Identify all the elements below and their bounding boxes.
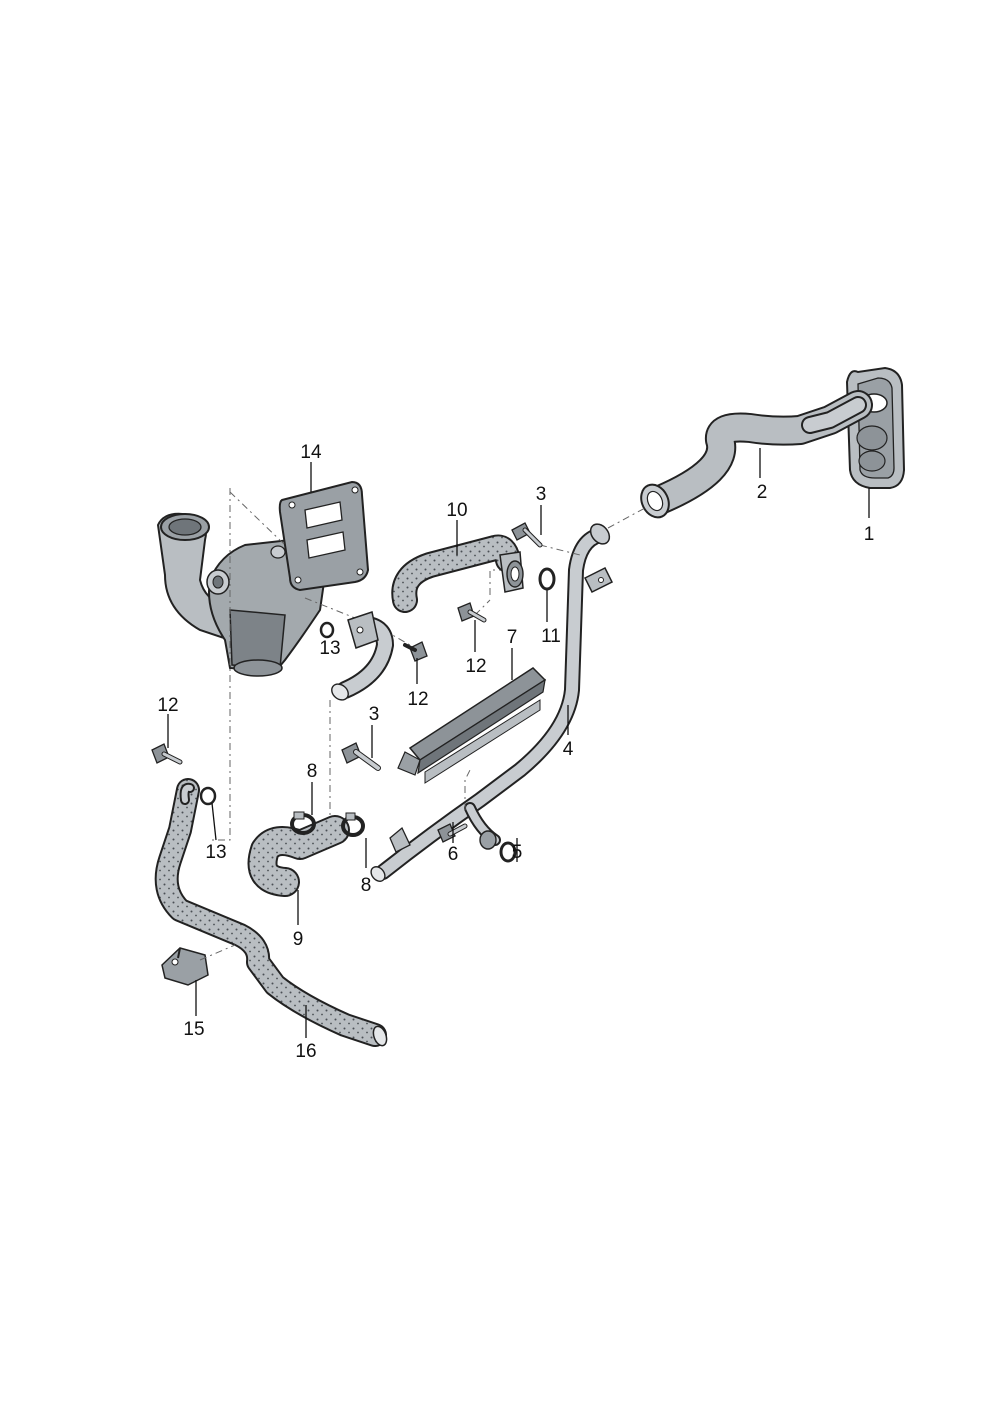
part-2-hose (640, 390, 873, 519)
part-1-flange (845, 366, 906, 489)
part-8-clamp (290, 811, 316, 835)
connector-pipe (331, 611, 394, 701)
callout-8: 8 (361, 875, 372, 896)
callout-10: 10 (446, 500, 467, 521)
part-11-o-ring (538, 567, 556, 591)
callout-14: 14 (300, 442, 322, 463)
part-12-bolt (403, 641, 428, 662)
part-3-bolt (341, 742, 381, 771)
callout-13: 13 (319, 638, 340, 659)
assembly-line (539, 544, 581, 556)
callout-12: 12 (157, 695, 178, 716)
callout-5: 5 (512, 842, 523, 863)
callout-1: 1 (864, 524, 875, 545)
callout-9: 9 (293, 929, 304, 950)
part-13-o-ring (319, 621, 335, 639)
callout-12: 12 (407, 689, 428, 710)
part-8-clamp (341, 812, 365, 837)
part-13-o-ring (199, 786, 217, 806)
assembly-line (212, 488, 231, 841)
part-4-pipe (370, 523, 614, 882)
part-5-o-ring (499, 841, 517, 863)
part-12-bolt (151, 743, 183, 765)
callout-6: 6 (448, 844, 459, 865)
callout-13: 13 (205, 842, 226, 863)
part-16-hose (154, 778, 388, 1047)
assembly-line (229, 491, 286, 546)
part-7-heat-shield (397, 667, 547, 784)
part-12-bolt (457, 602, 487, 623)
callout-8: 8 (307, 761, 318, 782)
assembly-line (464, 769, 471, 810)
assembly-line (607, 507, 646, 529)
assembly-line (474, 599, 491, 616)
callout-3: 3 (536, 484, 547, 505)
callout-4: 4 (563, 739, 574, 760)
callout-12: 12 (465, 656, 486, 677)
callout-16: 16 (295, 1041, 316, 1062)
callout-labels: 1 2 3 3 4 5 6 7 8 8 9 10 11 12 12 12 13 … (157, 442, 874, 1062)
part-9-hose (247, 815, 350, 897)
part-15-bracket (161, 944, 236, 986)
callout-11: 11 (541, 626, 561, 647)
assembly-line (489, 569, 500, 595)
leader-lines (167, 448, 870, 1038)
part-14-housing (156, 480, 370, 677)
callout-3: 3 (369, 704, 380, 725)
callout-7: 7 (507, 627, 518, 648)
part-3-bolt (511, 522, 543, 548)
callout-2: 2 (757, 482, 768, 503)
callout-15: 15 (183, 1019, 204, 1040)
part-10-hose (391, 534, 524, 613)
